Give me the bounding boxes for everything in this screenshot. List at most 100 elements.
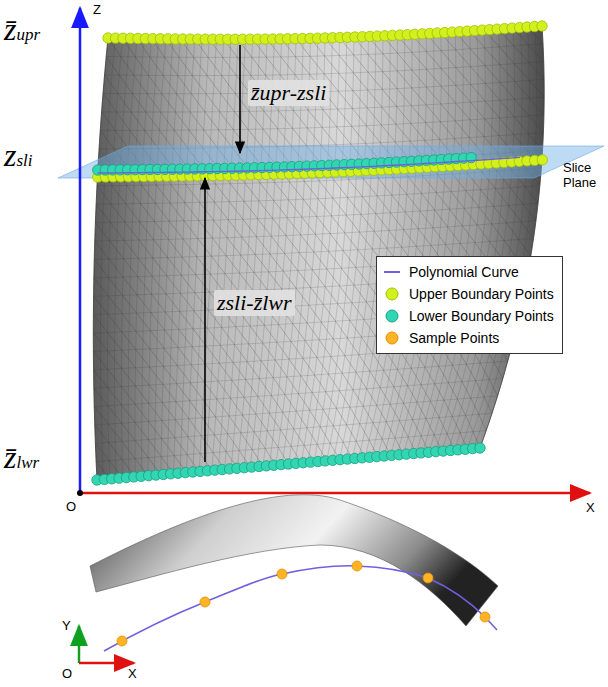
mesh-line — [451, 192, 464, 209]
mesh-line — [100, 115, 544, 131]
mesh-line — [189, 130, 203, 148]
mesh-line — [295, 306, 307, 323]
mesh-line — [366, 126, 380, 143]
mesh-line — [148, 39, 166, 476]
mesh-line — [116, 112, 130, 130]
mesh-line — [429, 30, 485, 452]
mesh-line — [310, 410, 321, 427]
mesh-line — [353, 73, 367, 90]
mesh-line — [179, 329, 192, 346]
polynomial-curve — [98, 157, 520, 173]
x-axis — [79, 662, 134, 665]
mesh-line — [174, 130, 188, 148]
mesh-line — [229, 202, 243, 220]
mesh-line — [371, 34, 419, 457]
mesh-line — [405, 212, 418, 229]
mesh-line — [314, 252, 327, 269]
mesh-line — [368, 54, 382, 71]
mesh-line — [320, 427, 330, 444]
mesh-line — [411, 106, 425, 123]
mesh-line — [315, 234, 328, 251]
mesh-line — [485, 66, 500, 83]
mesh-line — [377, 405, 387, 421]
mesh-line — [330, 234, 343, 251]
mesh-line — [327, 37, 369, 461]
mesh-line — [233, 362, 245, 379]
mesh-line — [311, 287, 324, 304]
legend-text: Sample Points — [409, 330, 499, 346]
mesh-line — [327, 269, 340, 286]
sample-point — [423, 573, 433, 583]
mesh-line — [470, 120, 484, 137]
mesh-line — [175, 420, 188, 437]
mesh-line — [97, 448, 480, 480]
mesh-line — [169, 221, 183, 239]
mesh-line — [423, 31, 478, 453]
mesh-line — [404, 403, 413, 419]
mesh-line — [345, 233, 358, 250]
mesh-line — [131, 112, 145, 130]
mesh-line — [528, 45, 543, 62]
mesh-line — [269, 413, 280, 430]
mesh-line — [289, 359, 301, 376]
mesh-line — [410, 31, 463, 453]
mesh-line — [94, 278, 108, 296]
legend-entry: Sample Points — [383, 327, 554, 349]
mesh-line — [127, 185, 141, 203]
mesh-line — [293, 324, 305, 341]
mesh-line — [159, 130, 173, 148]
mesh-line — [514, 46, 529, 63]
mesh-line — [109, 259, 123, 277]
mesh-line — [175, 112, 189, 130]
mesh-line — [441, 68, 456, 85]
mesh-line — [383, 72, 397, 89]
mesh-line — [170, 203, 184, 221]
mesh-line — [148, 421, 161, 438]
mesh-line — [174, 39, 195, 473]
mesh-line — [267, 431, 278, 448]
mesh-line — [345, 356, 356, 373]
mesh-line — [352, 126, 366, 143]
mesh-line — [426, 87, 440, 104]
x-axis — [80, 492, 590, 495]
mesh-line — [192, 347, 205, 364]
level-symbol: z̄lwr — [4, 440, 39, 480]
mesh-line — [183, 239, 197, 257]
lower-boundary-point — [475, 443, 485, 453]
mesh-line — [464, 208, 477, 225]
mesh-line — [384, 33, 434, 456]
mesh-line — [381, 125, 395, 142]
axis-label: Z — [93, 2, 101, 17]
legend-entry: Polynomial Curve — [383, 261, 554, 283]
mesh-line — [281, 57, 295, 75]
mesh-line — [529, 98, 544, 115]
mesh-line — [214, 202, 228, 220]
mesh-line — [370, 371, 380, 388]
mesh-line — [373, 423, 382, 439]
mesh-line — [521, 222, 533, 239]
mesh-line — [218, 381, 230, 398]
mesh-line — [205, 364, 218, 381]
mesh-line — [162, 94, 176, 112]
mesh-line — [307, 428, 317, 445]
mesh-line — [182, 257, 196, 275]
mesh-line — [230, 398, 242, 415]
mesh-line — [108, 351, 122, 369]
mesh-line — [121, 38, 136, 477]
legend-swatch — [383, 309, 401, 323]
mesh-line — [412, 88, 426, 105]
mesh-line — [397, 53, 412, 70]
mesh-line — [305, 341, 317, 358]
mesh-line — [108, 277, 122, 295]
mesh-line — [365, 34, 412, 457]
mesh-line — [94, 379, 503, 407]
mesh-line — [202, 418, 214, 435]
mesh-line — [106, 56, 119, 75]
mesh-line — [352, 303, 364, 320]
mesh-line — [201, 436, 213, 453]
mesh-line — [452, 416, 460, 432]
mesh-line — [339, 391, 349, 408]
mesh-line — [390, 213, 403, 230]
mesh-line — [340, 36, 383, 460]
mesh-line — [207, 76, 221, 94]
